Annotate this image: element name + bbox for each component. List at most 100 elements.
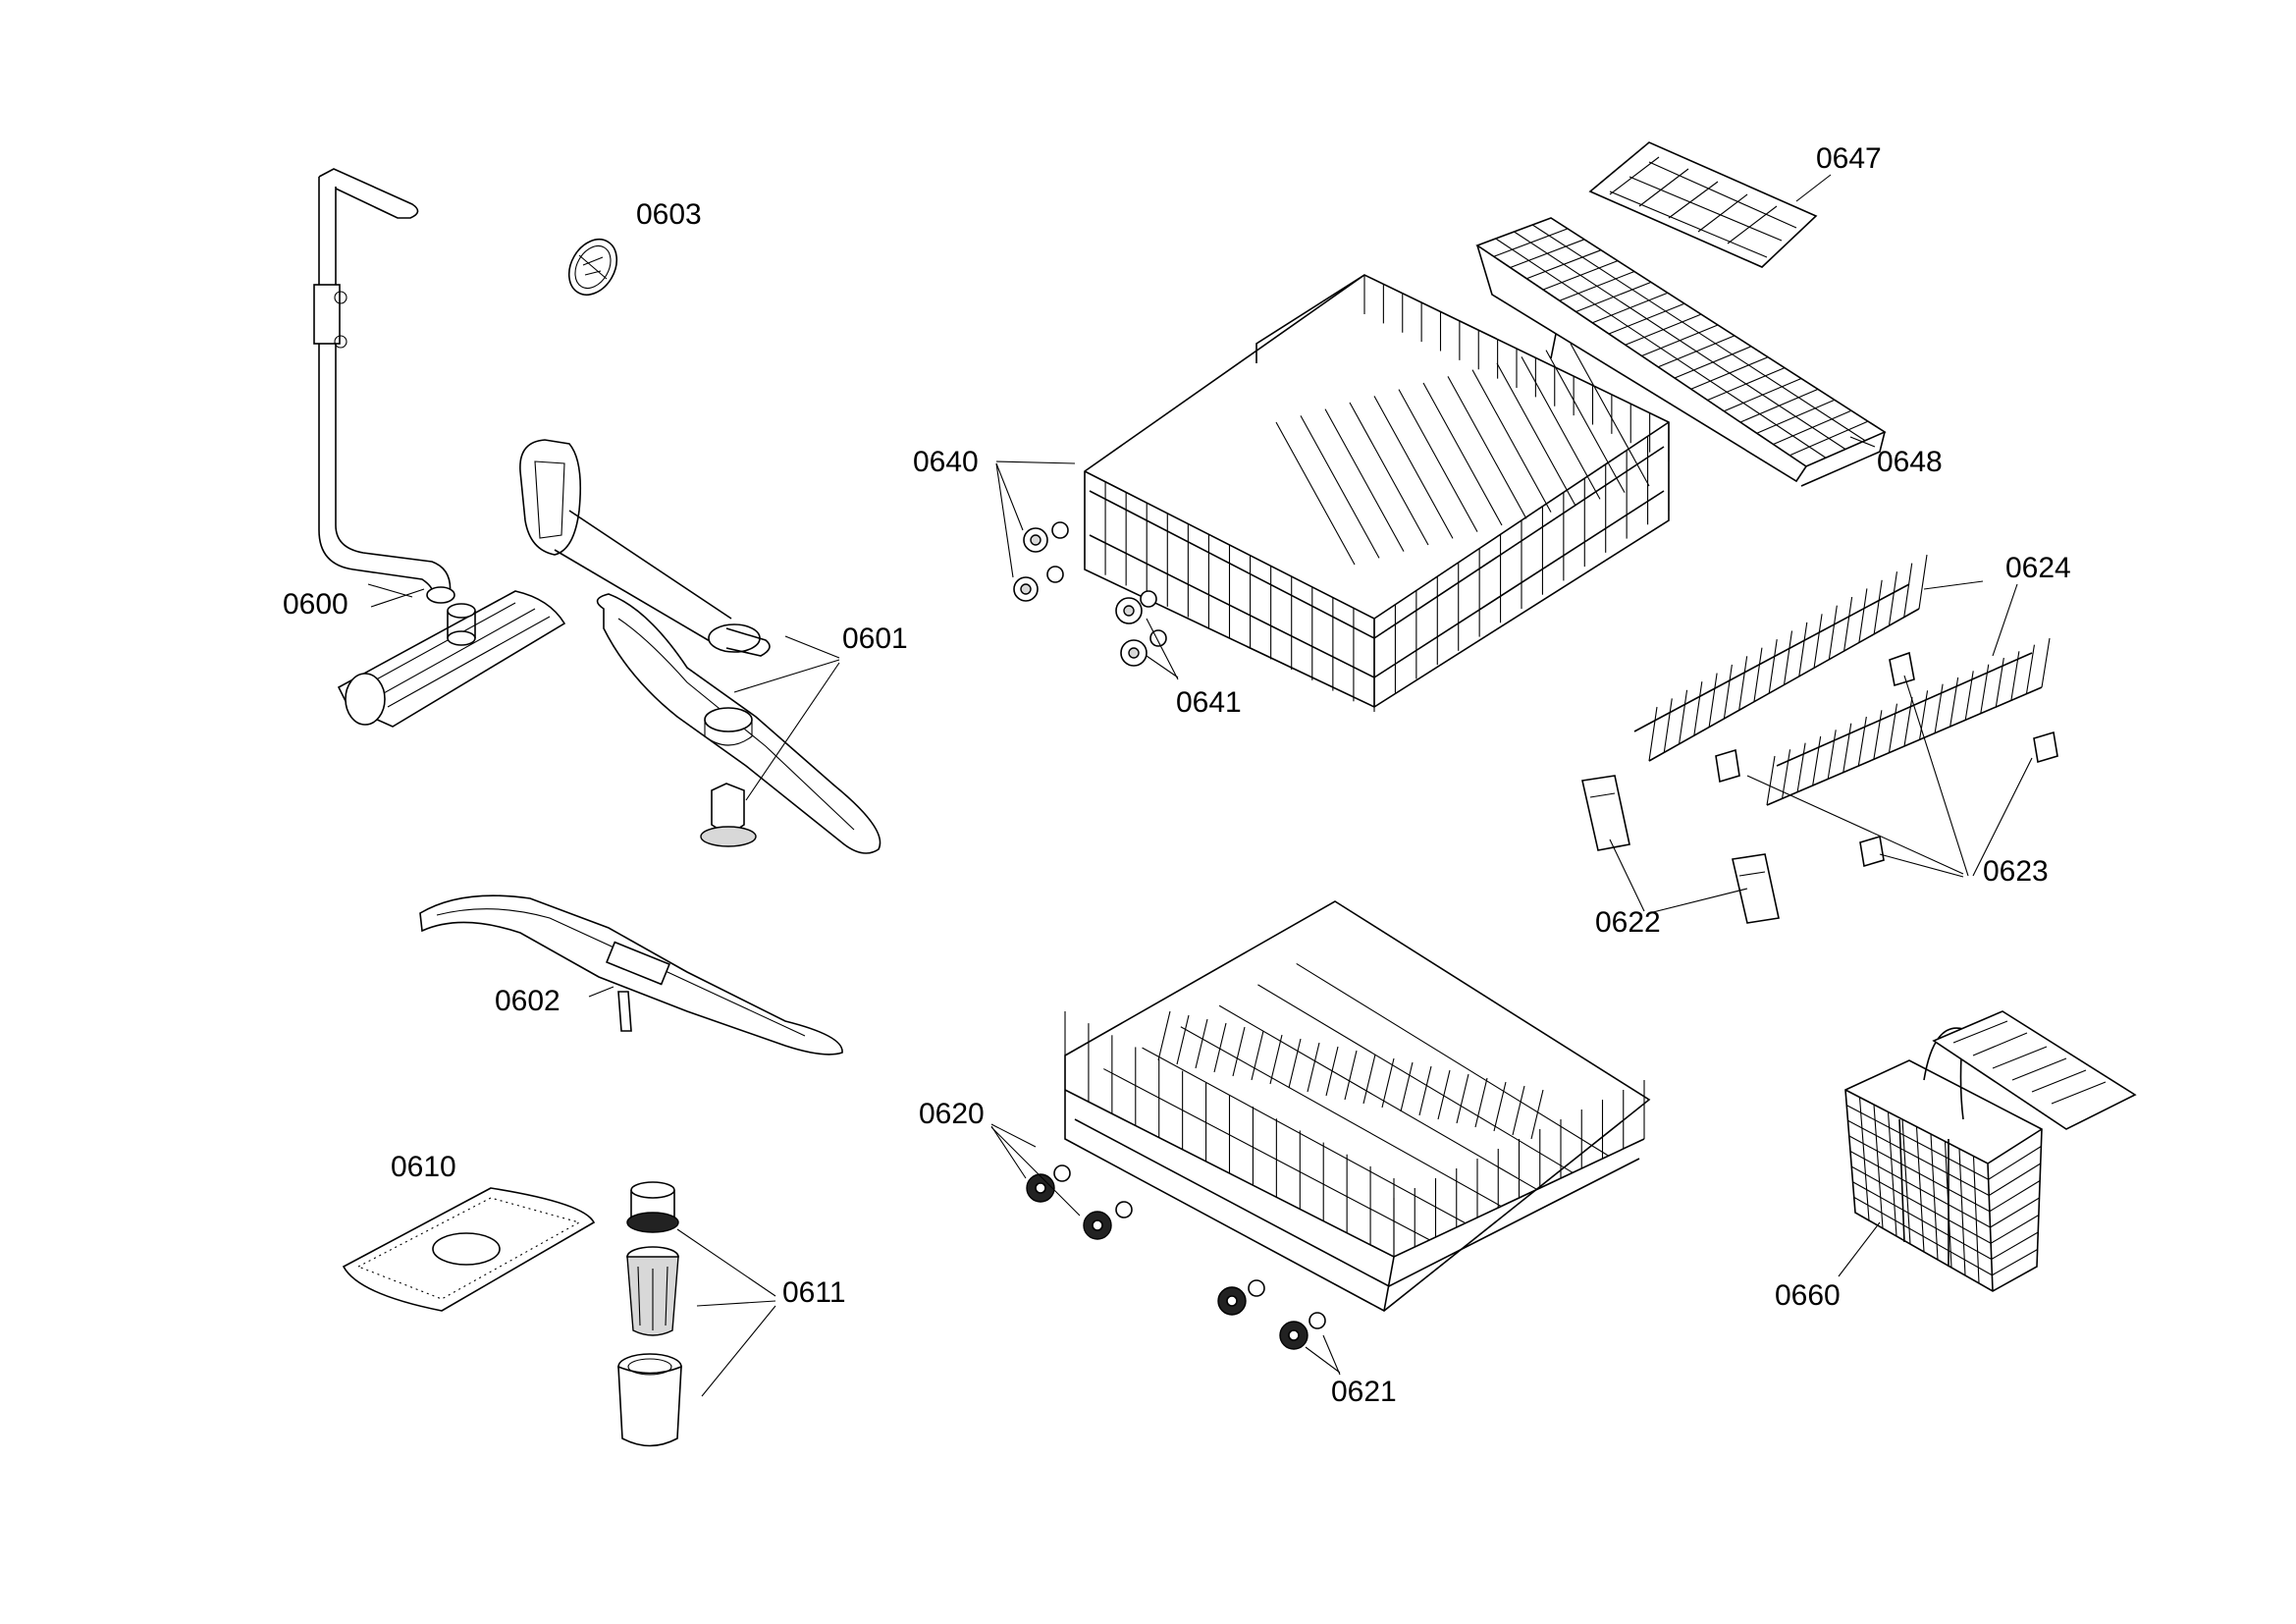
wire-stroke <box>1437 1069 1451 1120</box>
wire-stroke <box>1218 1004 1537 1190</box>
wire-stroke <box>1918 554 1928 610</box>
wire-stroke <box>1344 1050 1358 1101</box>
lower-basket-wheels-part-0621 <box>1026 1164 1326 1350</box>
part-label-0647: 0647 <box>1816 142 1882 175</box>
wire-stroke <box>1934 683 1944 733</box>
wire-stroke <box>1842 723 1852 773</box>
clips-part-0623 <box>1715 651 2058 868</box>
part-label-0621: 0621 <box>1331 1376 1397 1408</box>
wire-stroke <box>1783 630 1793 685</box>
wire-stroke <box>1324 408 1405 552</box>
part-label-0602: 0602 <box>495 985 561 1017</box>
wire-stroke <box>1195 1018 1208 1069</box>
wire-stroke <box>1989 1180 2041 1213</box>
wire-stroke <box>1988 1163 2042 1196</box>
wire-stroke <box>1512 1085 1525 1136</box>
wire-stroke <box>1903 563 1913 618</box>
cylinder-filter-set-part-0611 <box>617 1181 682 1447</box>
wire-stroke <box>1796 742 1806 792</box>
wire-stroke <box>1157 1010 1171 1061</box>
wire-stroke <box>1903 696 1913 747</box>
wire-stroke <box>1349 402 1429 546</box>
wire-stroke <box>1495 238 1827 459</box>
lower-basket-part-0620 <box>1026 900 1651 1350</box>
wire-stroke <box>1798 622 1808 677</box>
lower-spray-arm-part-0602 <box>419 894 843 1056</box>
wire-stroke <box>1964 671 1974 721</box>
part-label-0660: 0660 <box>1775 1279 1841 1312</box>
wire-stroke <box>1768 639 1778 694</box>
wire-stroke <box>1766 755 1776 806</box>
part-label-0623: 0623 <box>1983 855 2049 888</box>
wire-stroke <box>1679 689 1688 744</box>
wire-stroke <box>1300 415 1380 559</box>
wire-stroke <box>1398 389 1478 532</box>
wire-stroke <box>1400 1061 1414 1112</box>
wire-stroke <box>1843 596 1853 652</box>
part-label-0624: 0624 <box>2005 552 2071 584</box>
side-brackets-part-0622 <box>1581 775 1780 924</box>
wire-stroke <box>1381 1057 1395 1109</box>
wire-stroke <box>1888 703 1897 753</box>
wire-stroke <box>1919 690 1929 740</box>
wire-stroke <box>1176 1014 1190 1065</box>
part-label-0601: 0601 <box>842 623 908 655</box>
wire-stroke <box>1471 369 1552 513</box>
wire-stroke <box>1103 1068 1430 1241</box>
wire-stroke <box>1180 1026 1502 1208</box>
wire-stroke <box>1257 984 1574 1173</box>
leader-lines <box>367 174 2033 1397</box>
wire-stroke <box>1142 1047 1467 1224</box>
flat-filter-part-0610 <box>342 1187 596 1312</box>
wire-stroke <box>1845 1105 1989 1180</box>
wire-stroke <box>1288 1038 1302 1089</box>
wire-stroke <box>1422 382 1503 526</box>
wire-stroke <box>1496 362 1576 507</box>
wire-stroke <box>1812 735 1822 786</box>
wire-stroke <box>1980 664 1990 714</box>
upper-spray-arm-part-0601 <box>519 439 881 854</box>
wire-stroke <box>2041 637 2051 688</box>
upper-basket-part-0640 <box>1013 274 1670 712</box>
wire-stroke <box>1849 1151 1991 1228</box>
part-label-0610: 0610 <box>391 1151 456 1183</box>
wire-stroke <box>1857 716 1867 767</box>
wire-stroke <box>1514 231 1846 450</box>
wire-stroke <box>1648 706 1658 762</box>
wire-stroke <box>1990 1197 2040 1228</box>
wire-stroke <box>1988 1146 2042 1180</box>
part-label-0611: 0611 <box>782 1276 846 1309</box>
part-label-0648: 0648 <box>1877 446 1943 478</box>
wire-stroke <box>1708 673 1718 728</box>
wire-stroke <box>1858 588 1868 643</box>
wire-stroke <box>1418 1065 1432 1116</box>
part-label-0603: 0603 <box>636 198 702 231</box>
wire-stroke <box>1663 698 1673 753</box>
wire-stroke <box>1888 571 1897 626</box>
wire-stroke <box>1991 1231 2039 1260</box>
part-label-0620: 0620 <box>919 1098 985 1130</box>
wire-stroke <box>1545 350 1626 493</box>
wire-stroke <box>1296 962 1609 1157</box>
supply-pipe-part-0600 <box>313 168 566 728</box>
wire-stroke <box>1269 1034 1283 1085</box>
wire-stroke <box>1456 1073 1469 1124</box>
wire-stroke <box>1530 1089 1544 1140</box>
wire-stroke <box>1570 343 1650 487</box>
wire-stroke <box>1307 1042 1320 1093</box>
wire-stroke <box>1474 1077 1488 1128</box>
part-label-0622: 0622 <box>1595 906 1661 939</box>
part-label-0640: 0640 <box>913 446 979 478</box>
wire-stroke <box>1782 749 1791 799</box>
cutlery-tray-part-0648 <box>1475 217 1887 487</box>
wire-stroke <box>1813 614 1823 669</box>
wire-stroke <box>2010 651 2020 701</box>
part-label-0600: 0600 <box>283 588 348 621</box>
wire-stroke <box>1850 1165 1992 1244</box>
wire-stroke <box>2025 644 2035 694</box>
wire-stroke <box>1493 1081 1507 1132</box>
wire-stroke <box>1447 376 1527 519</box>
wire-stroke <box>1873 579 1883 634</box>
